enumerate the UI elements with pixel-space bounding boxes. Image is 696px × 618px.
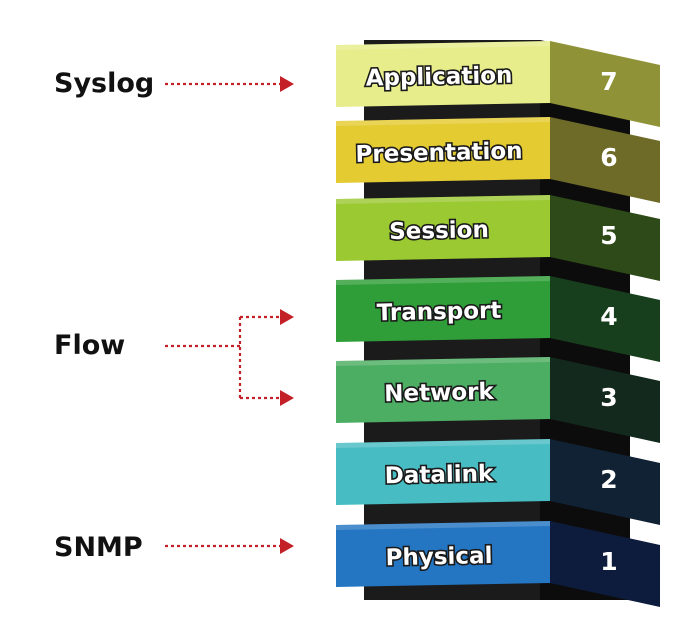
layer-highlight — [336, 357, 550, 366]
protocol-label-snmp: SNMP — [54, 532, 143, 563]
layer-front-face — [336, 521, 550, 587]
layer-front-face — [336, 439, 550, 505]
osi-layer-datalink: Datalink 2 — [336, 439, 660, 525]
layer-name-datalink: Datalink — [384, 461, 494, 489]
layer-front-face — [336, 117, 550, 183]
arrow-head — [280, 76, 294, 92]
layer-side-face — [550, 195, 660, 281]
layer-name-session: Session — [389, 217, 489, 245]
layer-side-face — [550, 41, 660, 127]
layer-number: 2 — [600, 465, 617, 494]
osi-layer-session: Session 5 — [336, 195, 660, 281]
layer-number: 6 — [600, 143, 617, 172]
osi-layer-application: Application 7 — [336, 41, 660, 127]
layer-highlight — [336, 117, 550, 126]
layer-highlight — [336, 41, 550, 50]
layer-side-face — [550, 521, 660, 607]
layer-highlight — [336, 276, 550, 285]
protocol-label-flow: Flow — [54, 330, 126, 361]
layer-side-face — [550, 357, 660, 443]
layer-name-application: Application — [365, 63, 512, 92]
layer-front-face — [336, 357, 550, 423]
layer-highlight — [336, 195, 550, 204]
protocol-connectors — [165, 76, 294, 554]
layer-front-face — [336, 276, 550, 342]
connector-snmp — [165, 538, 294, 554]
layer-name-transport: Transport — [376, 298, 501, 327]
arrow-head — [280, 390, 294, 406]
arrow-head — [280, 309, 294, 325]
connector-flow — [165, 309, 294, 406]
layer-number: 5 — [600, 221, 617, 250]
layer-highlight — [336, 439, 550, 448]
layer-side-face — [550, 117, 660, 203]
protocol-label-syslog: Syslog — [54, 68, 155, 99]
layer-highlight — [336, 521, 550, 530]
osi-layer-network: Network 3 — [336, 357, 660, 443]
layer-number: 7 — [600, 67, 617, 96]
layer-number: 1 — [600, 547, 617, 576]
layer-side-face — [550, 276, 660, 362]
layer-name-physical: Physical — [385, 543, 492, 571]
arrow-head — [280, 538, 294, 554]
layer-number: 3 — [600, 383, 617, 412]
layer-front-face — [336, 41, 550, 107]
layer-number: 4 — [600, 302, 617, 331]
connector-syslog — [165, 76, 294, 92]
osi-layer-presentation: Presentation 6 — [336, 117, 660, 203]
layer-front-face — [336, 195, 550, 261]
layer-name-network: Network — [384, 379, 495, 407]
layer-name-presentation: Presentation — [355, 138, 523, 167]
osi-layer-transport: Transport 4 — [336, 276, 660, 362]
layer-side-face — [550, 439, 660, 525]
osi-layer-physical: Physical 1 — [336, 521, 660, 607]
